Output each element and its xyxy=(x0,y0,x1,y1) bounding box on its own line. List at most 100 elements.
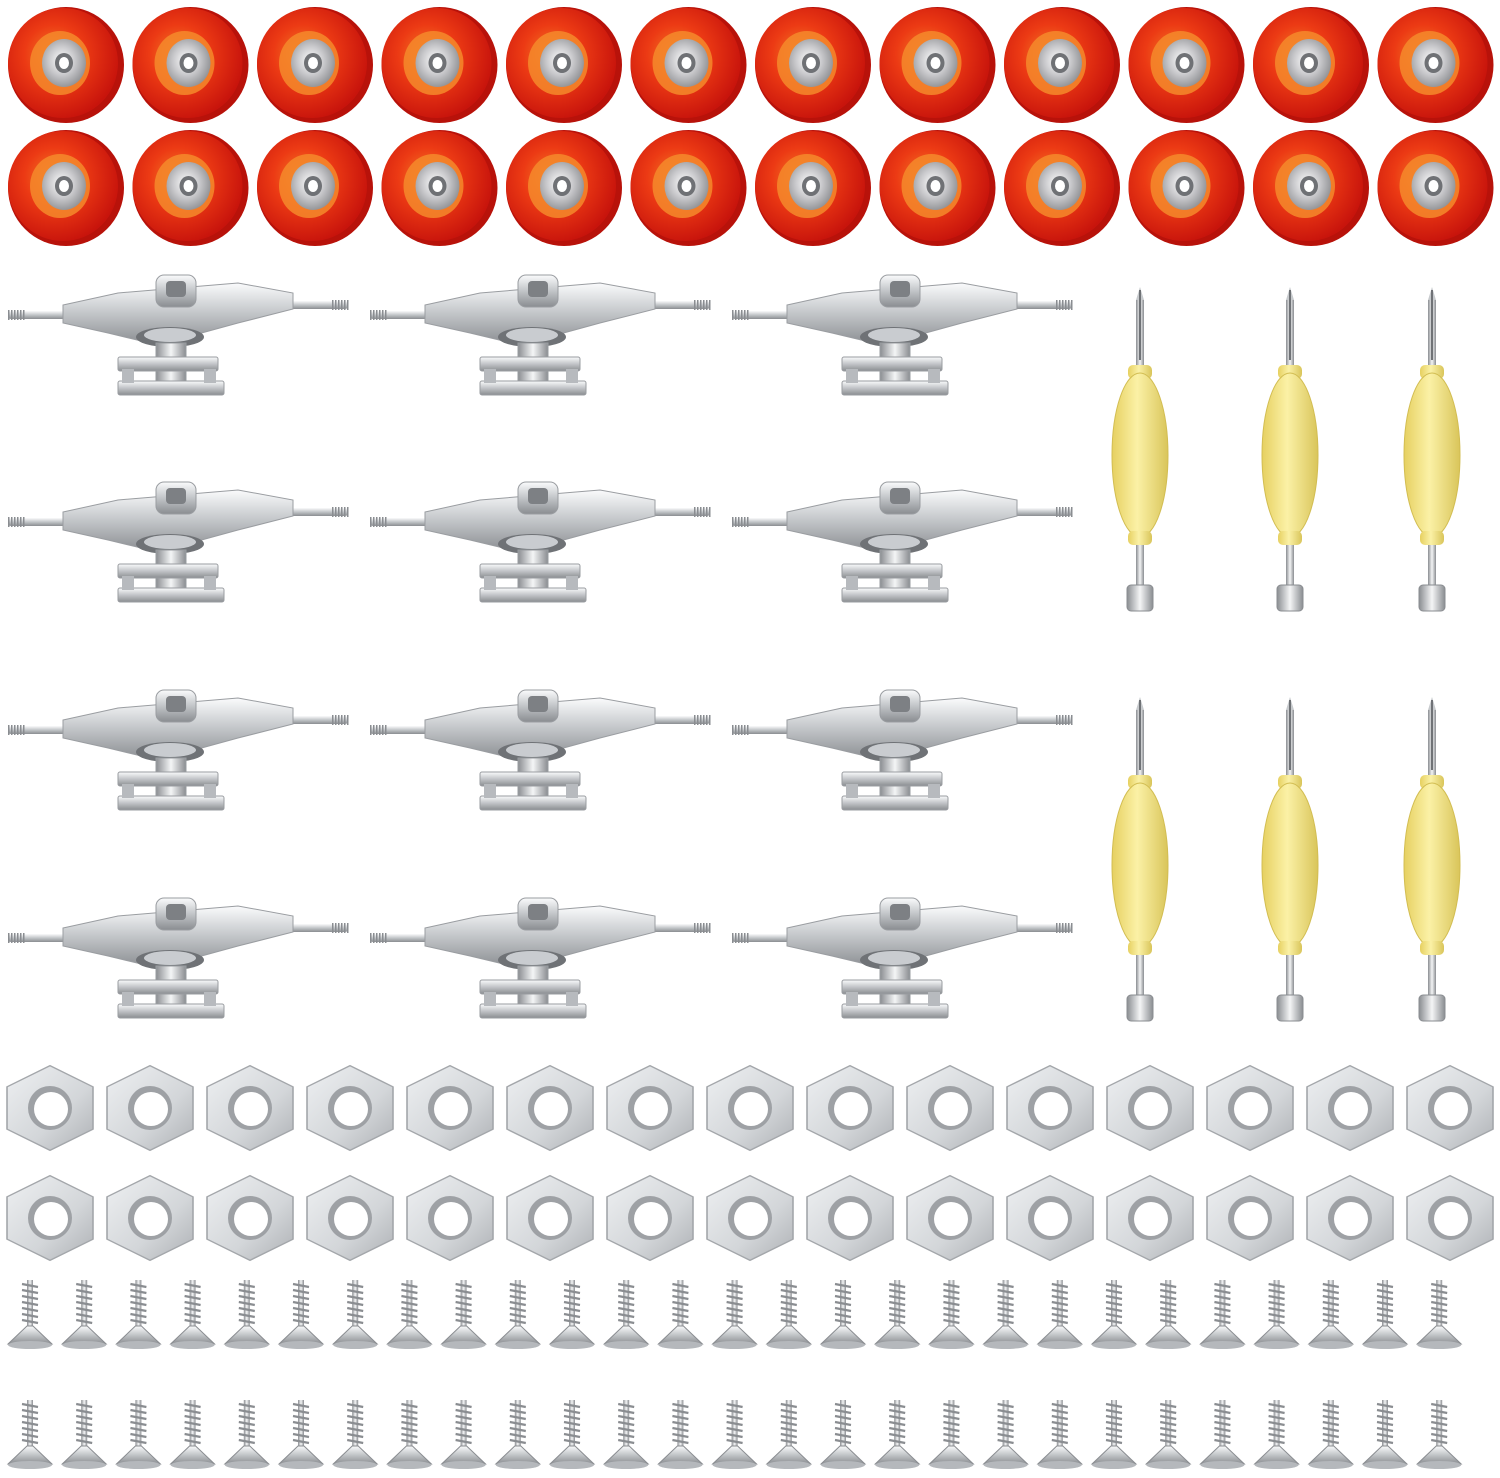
hex-nut-icon xyxy=(406,1174,494,1262)
screw-icon xyxy=(982,1280,1029,1349)
screw-icon xyxy=(223,1400,271,1469)
hex-nut-icon xyxy=(1206,1174,1294,1262)
hex-nut-icon xyxy=(506,1064,594,1152)
screw-icon xyxy=(1253,1400,1300,1469)
truck-icon xyxy=(732,274,1073,396)
hex-nut-icon xyxy=(6,1064,94,1152)
truck-icon xyxy=(370,274,711,396)
screw-icon xyxy=(1307,1400,1355,1469)
tool-icon xyxy=(1111,697,1169,1022)
hex-nut-icon xyxy=(1306,1064,1394,1152)
wheel-icon xyxy=(257,130,373,246)
hex-nut-icon xyxy=(706,1174,794,1262)
wheel-icon xyxy=(630,130,747,246)
screw-icon xyxy=(169,1280,216,1349)
tool-icon xyxy=(1403,697,1461,1022)
wheel-icon xyxy=(1128,130,1245,246)
hex-nut-icon xyxy=(706,1064,794,1152)
wheel-icon xyxy=(1253,130,1369,246)
hex-nut-icon xyxy=(606,1174,694,1262)
screw-icon xyxy=(1199,1400,1246,1469)
wheel-icon xyxy=(381,7,498,123)
hex-nut-icon xyxy=(306,1064,394,1152)
screw-icon xyxy=(494,1400,542,1469)
hex-nut-icon xyxy=(1406,1174,1494,1262)
screw-icon xyxy=(277,1280,325,1349)
truck-icon xyxy=(8,897,349,1019)
screw-icon xyxy=(548,1280,596,1349)
screw-icon xyxy=(60,1400,108,1469)
screw-icon xyxy=(1036,1280,1084,1349)
hex-nut-icon xyxy=(606,1064,694,1152)
screw-icon xyxy=(1144,1280,1192,1349)
truck-icon xyxy=(8,274,349,396)
wheel-icon xyxy=(755,7,871,123)
truck-icon xyxy=(370,897,711,1019)
truck-icon xyxy=(732,689,1073,811)
screw-icon xyxy=(331,1280,379,1349)
hex-nut-icon xyxy=(906,1064,994,1152)
screw-icon xyxy=(6,1280,54,1349)
screw-icon xyxy=(1036,1400,1084,1469)
wheel-icon xyxy=(1004,130,1120,246)
screw-icon xyxy=(982,1400,1029,1469)
wheel-icon xyxy=(1253,7,1369,123)
hex-nut-icon xyxy=(1406,1064,1494,1152)
screw-icon xyxy=(873,1400,921,1469)
truck-icon xyxy=(370,689,711,811)
hex-nut-icon xyxy=(806,1064,894,1152)
screw-icon xyxy=(1415,1400,1463,1469)
hex-nut-icon xyxy=(406,1064,494,1152)
hex-nut-icon xyxy=(1006,1174,1094,1262)
screw-icon xyxy=(115,1280,162,1349)
wheel-icon xyxy=(879,130,996,246)
wheel-icon xyxy=(132,7,249,123)
wheel-icon xyxy=(1128,7,1245,123)
wheel-icon xyxy=(1377,130,1494,246)
screw-icon xyxy=(1253,1280,1300,1349)
screw-icon xyxy=(602,1400,650,1469)
wheel-icon xyxy=(755,130,871,246)
wheel-icon xyxy=(8,7,124,123)
screw-icon xyxy=(928,1280,975,1349)
screw-icon xyxy=(277,1400,325,1469)
wheel-icon xyxy=(506,130,622,246)
screw-icon xyxy=(1415,1280,1463,1349)
screw-icon xyxy=(6,1400,54,1469)
wheel-icon xyxy=(132,130,249,246)
tool-icon xyxy=(1261,287,1319,612)
hex-nut-icon xyxy=(6,1174,94,1262)
screw-icon xyxy=(765,1400,813,1469)
wheel-icon xyxy=(8,130,124,246)
screw-icon xyxy=(1144,1400,1192,1469)
screw-icon xyxy=(331,1400,379,1469)
screw-icon xyxy=(386,1400,433,1469)
screw-icon xyxy=(711,1400,758,1469)
screw-icon xyxy=(1361,1400,1409,1469)
wheel-icon xyxy=(879,7,996,123)
hex-nut-icon xyxy=(206,1064,294,1152)
hex-nut-icon xyxy=(106,1174,194,1262)
screw-icon xyxy=(223,1280,271,1349)
wheel-icon xyxy=(1004,7,1120,123)
wheel-icon xyxy=(506,7,622,123)
truck-icon xyxy=(370,481,711,603)
screw-icon xyxy=(440,1400,487,1469)
hex-nut-icon xyxy=(506,1174,594,1262)
screw-icon xyxy=(169,1400,216,1469)
screw-icon xyxy=(60,1280,108,1349)
screw-icon xyxy=(386,1280,433,1349)
screw-icon xyxy=(602,1280,650,1349)
screw-icon xyxy=(657,1280,704,1349)
screw-icon xyxy=(1361,1280,1409,1349)
hex-nut-icon xyxy=(306,1174,394,1262)
truck-icon xyxy=(8,481,349,603)
truck-icon xyxy=(732,897,1073,1019)
wheel-icon xyxy=(1377,7,1494,123)
screw-icon xyxy=(115,1400,162,1469)
screw-icon xyxy=(928,1400,975,1469)
hex-nut-icon xyxy=(206,1174,294,1262)
tool-icon xyxy=(1261,697,1319,1022)
tool-icon xyxy=(1403,287,1461,612)
